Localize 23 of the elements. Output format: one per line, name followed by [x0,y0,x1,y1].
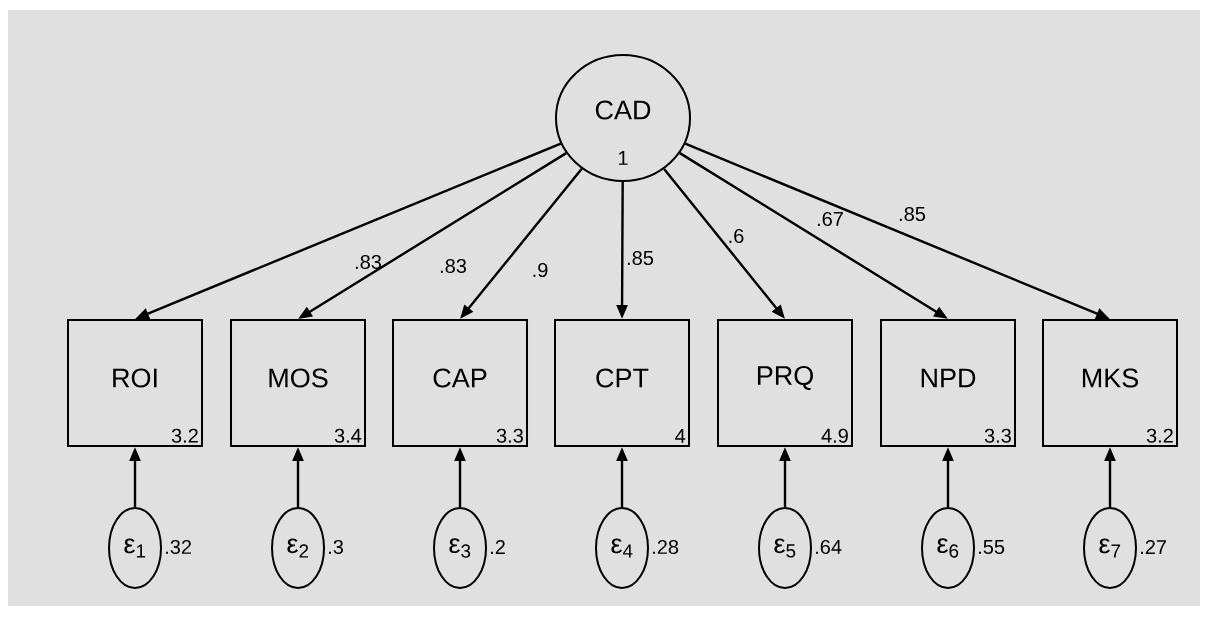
edge-label: .83 [440,258,467,274]
edge-label: .83 [355,254,382,270]
variance-label: .27 [1141,540,1166,554]
intercept-label: 4 [675,429,686,443]
intercept-label: 3.3 [496,428,523,443]
intercept-label: 4.9 [821,428,848,443]
intercept-label: 3.3 [984,428,1011,443]
edge-label: .67 [817,211,843,227]
variance-label: .2 [491,540,505,554]
variance-label: .55 [979,540,1005,554]
edge-label: .6 [729,228,744,244]
edge-label: .9 [533,262,548,278]
variance-label: .32 [166,539,191,555]
edge-label: .85 [627,250,654,266]
edge-label: .85 [899,206,926,222]
variance-label: .64 [816,539,842,555]
intercept-label: 3.4 [334,428,362,443]
variable-label: CAD [595,100,651,120]
intercept-label: 3.2 [171,428,198,443]
intercept-label: 3.2 [1146,428,1173,443]
variance-label: .28 [653,539,679,555]
variance-label: .3 [329,539,343,555]
variance-label: 1 [618,151,628,165]
